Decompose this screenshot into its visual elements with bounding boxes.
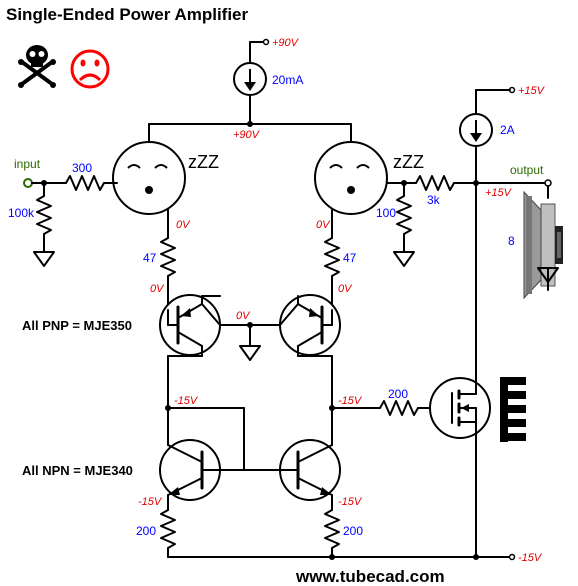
resistor-left-cathode: 47	[143, 237, 176, 277]
resistor-right-emitter: 200	[324, 509, 363, 549]
resistor-right-cathode-label: 47	[343, 251, 357, 265]
input-port: input	[14, 157, 41, 188]
skull-crossbones-icon	[18, 45, 56, 88]
resistor-left-emitter: 200	[136, 509, 176, 549]
right-tube	[314, 141, 388, 215]
resistor-feedback-shunt-label: 100	[376, 206, 396, 220]
left-tube-sleep: zZZ	[188, 152, 219, 172]
resistor-gate-label: 200	[388, 387, 408, 401]
current-source-20ma-label: 20mA	[272, 73, 303, 87]
rail-label-minus15: -15V	[518, 552, 543, 564]
pnp-mid-voltage: 0V	[236, 310, 251, 322]
resistor-gate: 200	[379, 387, 419, 416]
resistor-right-cathode: 47	[324, 237, 357, 277]
resistor-feedback-series: 3k	[415, 175, 455, 207]
plus90-supply: +90V	[249, 37, 300, 64]
sad-face-icon	[70, 49, 110, 89]
right-base-voltage: 0V	[338, 283, 353, 295]
input-label: input	[14, 157, 41, 171]
output-node-voltage: +15V	[485, 187, 513, 199]
rail-label-plus15: +15V	[518, 85, 546, 97]
speaker-icon	[523, 190, 563, 300]
resistor-left-emitter-label: 200	[136, 524, 156, 538]
npn-left-voltage: -15V	[174, 395, 199, 407]
npn-right-voltage: -15V	[338, 395, 363, 407]
resistor-input-shunt: 100k	[8, 182, 52, 253]
diagram-title: Single-Ended Power Amplifier	[6, 5, 249, 24]
current-source-20ma: 20mA	[233, 62, 303, 125]
pnp-transistor-left	[159, 294, 221, 356]
left-tube	[112, 141, 186, 215]
current-source-2a: 2A	[459, 113, 515, 147]
resistor-input-series-label: 300	[72, 161, 92, 175]
left-base-voltage: 0V	[150, 283, 165, 295]
resistor-left-cathode-label: 47	[143, 251, 157, 265]
right-tube-sleep: zZZ	[393, 152, 424, 172]
pnp-note: All PNP = MJE350	[22, 318, 132, 333]
resistor-input-series: 300	[65, 161, 105, 191]
resistor-input-shunt-label: 100k	[8, 206, 35, 220]
plate-voltage-label: +90V	[233, 129, 261, 141]
output-label: output	[510, 163, 544, 177]
ground-feedback	[393, 251, 415, 267]
pnp-transistor-right	[279, 294, 341, 356]
ground-speaker	[537, 267, 559, 283]
left-cathode-voltage: 0V	[176, 219, 191, 231]
rail-label-plus90-top: +90V	[272, 37, 300, 49]
mosfet-output	[429, 377, 491, 439]
emitter-right-voltage: -15V	[338, 496, 363, 508]
npn-transistor-right	[279, 439, 341, 501]
resistor-right-emitter-label: 200	[343, 524, 363, 538]
speaker-impedance-label: 8	[508, 234, 515, 248]
npn-note: All NPN = MJE340	[22, 463, 133, 478]
resistor-feedback-shunt: 100	[376, 182, 412, 253]
npn-transistor-left	[159, 439, 221, 501]
heatsink-icon	[500, 377, 526, 442]
ground-pnp	[239, 345, 261, 361]
resistor-feedback-series-label: 3k	[427, 193, 441, 207]
emitter-left-voltage: -15V	[138, 496, 163, 508]
current-source-2a-label: 2A	[500, 123, 515, 137]
ground-input	[33, 251, 55, 267]
website-footer: www.tubecad.com	[295, 567, 445, 586]
right-cathode-voltage: 0V	[316, 219, 331, 231]
